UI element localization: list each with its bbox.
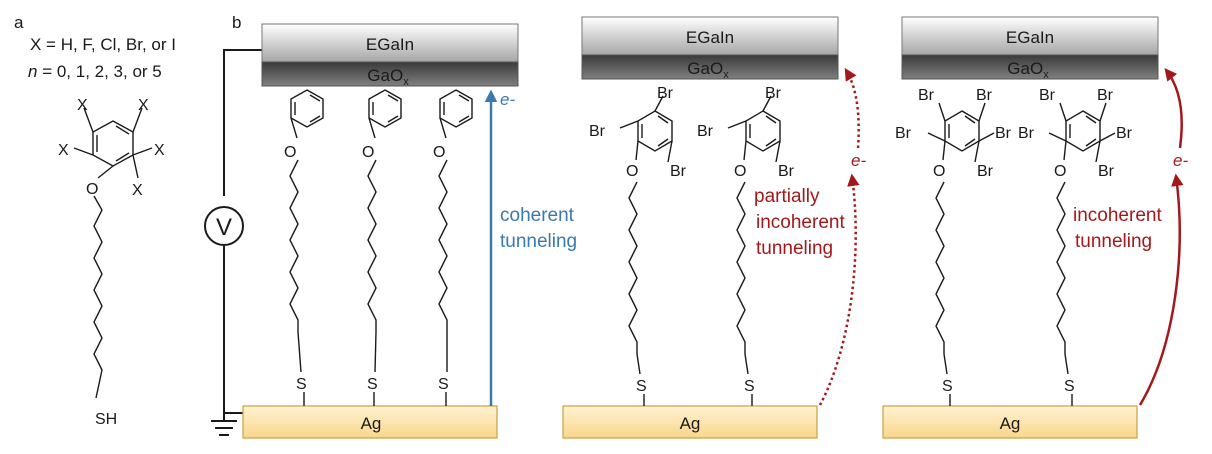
panel-b-label: b [232,13,241,32]
bromine-atom: Br [778,163,795,180]
ground-icon [211,420,237,436]
egain-electrode: EGaIn GaOx [581,16,839,81]
oxygen-atom: O [362,144,374,161]
substituent-x: X [77,97,88,114]
ag-electrode: Ag [882,405,1138,439]
gaox-label: GaOx [687,59,729,81]
ag-label: Ag [680,414,701,433]
hopping-arrow-lower [818,173,860,406]
ether-oxygen: O [86,181,98,198]
oxygen-atom: O [626,163,638,180]
sam-molecule-3 [438,89,473,406]
bromine-atom: Br [657,85,674,102]
bromine-atom: Br [1018,125,1035,142]
sulfur-atom: S [636,378,647,395]
panel-a: a X = H, F, Cl, Br, or I n = 0, 1, 2, 3,… [14,13,176,428]
oxygen-atom: O [433,144,445,161]
panel-b: b V EGaIn GaOx Ag [204,13,579,439]
substituent-x: X [138,97,149,114]
egain-electrode: EGaIn GaOx [261,23,519,88]
ag-label: Ag [361,414,382,433]
bromine-atom: Br [1097,87,1114,104]
voltmeter-icon [204,206,244,246]
sulfur-atom: S [438,376,449,393]
bromine-atom: Br [1098,163,1115,180]
thiol-group: SH [95,411,117,428]
egain-label: EGaIn [366,35,414,54]
oxygen-atom: O [933,163,945,180]
gaox-label: GaOx [367,66,409,88]
bromine-atom: Br [1116,125,1133,142]
sulfur-atom: S [744,378,755,395]
bromine-atom: Br [765,85,782,102]
voltmeter-label: V [216,214,232,241]
egain-label: EGaIn [1006,28,1054,47]
sam-molecule-tribromo-1 [619,95,673,406]
junction-incoherent: EGaIn GaOx Ag Br Br Br Br Br O S [882,16,1188,439]
hopping-arrow-lower [1138,173,1184,406]
substituent-x: X [58,142,69,159]
ag-electrode: Ag [562,405,818,439]
circuit: V [204,49,262,436]
substituent-x: X [154,142,165,159]
incoherent-label: incoherent tunneling [1073,205,1167,252]
egain-label: EGaIn [686,28,734,47]
electron-label: e- [500,90,515,109]
bromine-atom: Br [977,163,994,180]
bromine-atom: Br [670,163,687,180]
oxygen-atom: O [734,163,746,180]
bromine-atom: Br [589,123,606,140]
oxygen-atom: O [1054,163,1066,180]
electron-label: e- [851,151,866,170]
bromine-atom: Br [995,125,1012,142]
coherent-label: coherent tunneling [500,205,579,252]
gaox-label: GaOx [1007,59,1049,81]
bromine-atom: Br [918,87,935,104]
substituent-x: X [132,182,143,199]
bromine-atom: Br [976,87,993,104]
bromine-atom: Br [697,123,714,140]
bromine-atom: Br [1039,87,1056,104]
junction-partial: EGaIn GaOx Ag Br Br Br O S [562,16,866,439]
sam-molecule-pentabromo-2 [1048,102,1116,406]
generic-molecule [73,107,153,399]
ag-electrode: Ag [242,405,498,439]
sulfur-atom: S [942,378,953,395]
sulfur-atom: S [367,376,378,393]
hopping-arrow-upper [1164,68,1184,149]
chain-length-legend: n = 0, 1, 2, 3, or 5 [28,62,162,81]
oxygen-atom: O [284,144,296,161]
sulfur-atom: S [1064,378,1075,395]
panel-a-label: a [14,13,24,32]
bromine-atom: Br [895,125,912,142]
sam-molecule-tribromo-2 [727,95,781,406]
electron-label: e- [1173,151,1188,170]
sam-molecule-pentabromo-1 [927,102,995,406]
sam-molecule-1 [289,89,324,406]
hopping-arrow-upper [844,67,860,149]
partial-label: partially incoherent tunneling [754,186,850,259]
sulfur-atom: S [296,376,307,393]
sam-molecule-2 [367,89,402,406]
substituent-legend: X = H, F, Cl, Br, or I [30,35,176,54]
egain-electrode: EGaIn GaOx [901,16,1159,81]
ag-label: Ag [1000,414,1021,433]
